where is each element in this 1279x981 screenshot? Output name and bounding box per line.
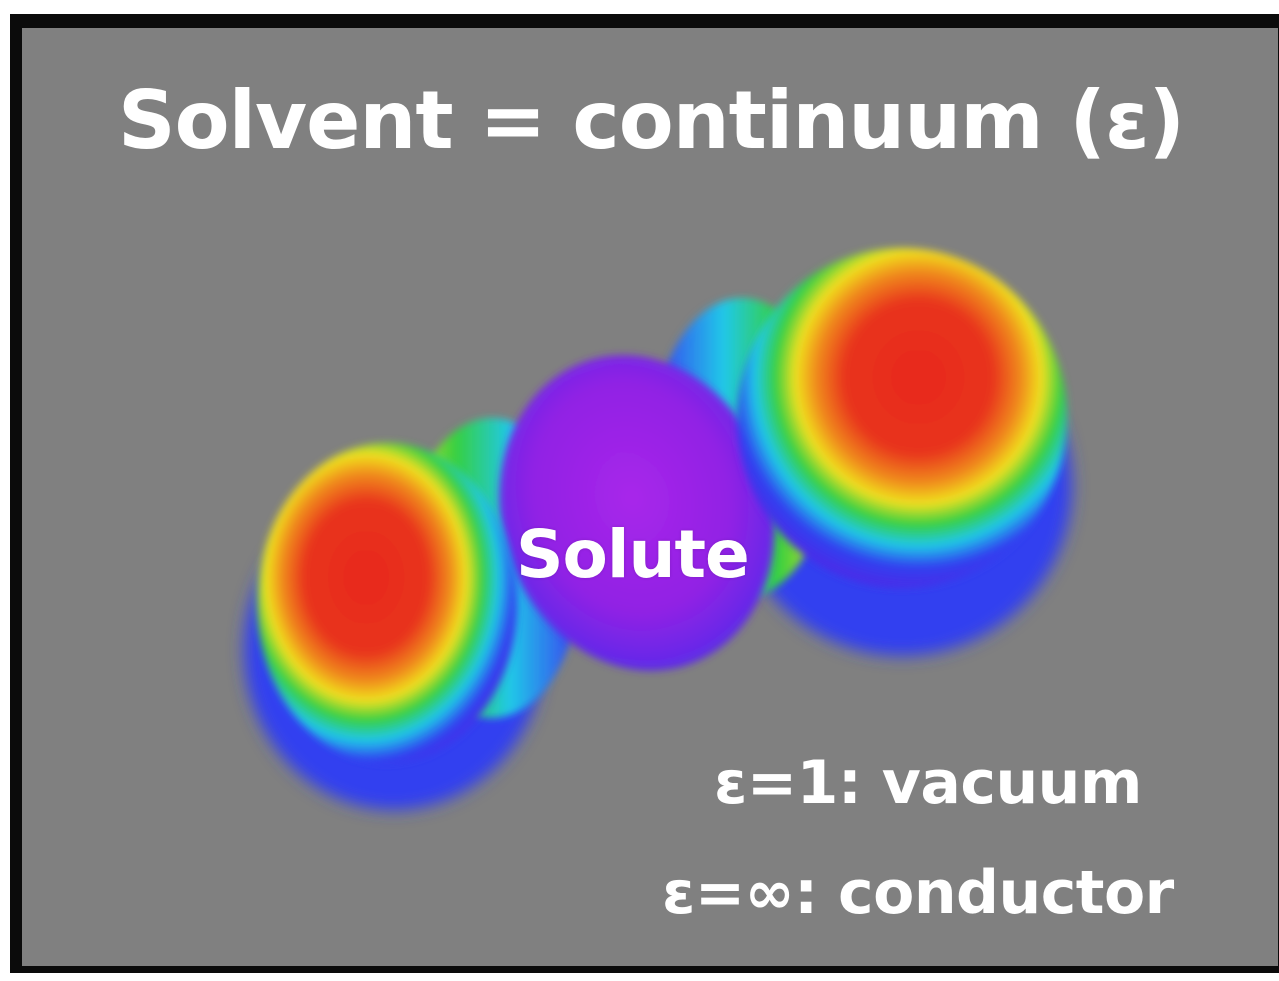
solute-label: Solute [516, 516, 750, 593]
diagram-panel: Solvent = continuum (ε) Solute ε=1: vacu… [22, 28, 1278, 966]
molecule-body [244, 248, 1072, 810]
slide-title: Solvent = continuum (ε) [118, 74, 1185, 167]
dielectric-vacuum-label: ε=1: vacuum [714, 748, 1142, 818]
solute-molecule-surface [244, 248, 1072, 810]
dielectric-conductor-label: ε=∞: conductor [662, 858, 1174, 928]
